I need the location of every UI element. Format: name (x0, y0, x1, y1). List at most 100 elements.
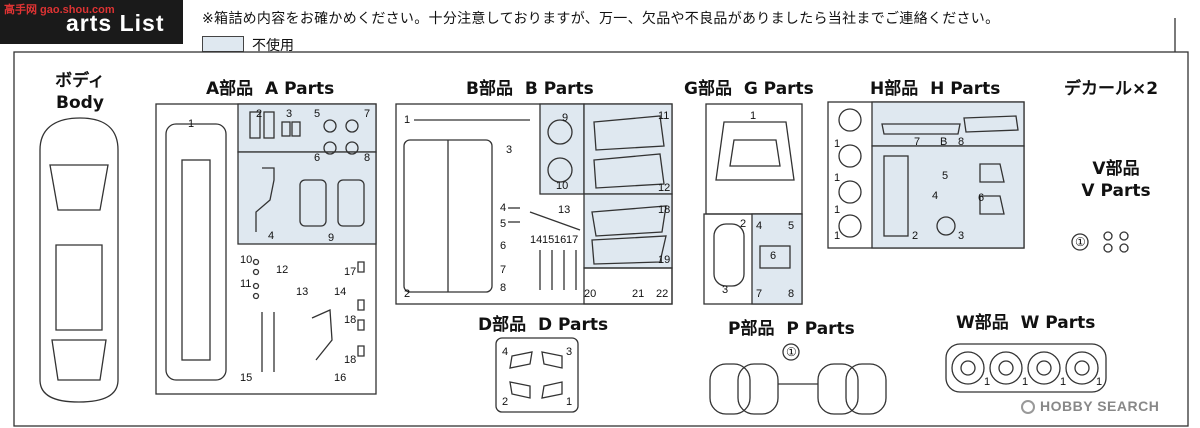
page-title: arts List (66, 10, 165, 36)
h-parts-sprue (827, 101, 1025, 249)
w-parts-label-jp: W部品 (956, 313, 1009, 333)
v-parts-label: V部品 V Parts (1076, 158, 1156, 202)
inventory-notice: ※箱詰め内容をお確かめください。十分注意しておりますが、万一、欠品や不良品があり… (202, 11, 1000, 27)
part-number: 10 (240, 254, 253, 266)
part-number: 10 (556, 180, 569, 192)
part-number: 1 (834, 172, 841, 184)
part-number: 16 (554, 234, 567, 246)
part-number: 1 (1096, 376, 1103, 388)
d-parts-label-en: D Parts (537, 315, 609, 335)
part-number: 4 (502, 346, 509, 358)
p-parts-label-en: P Parts (786, 319, 855, 339)
part-number: 4 (500, 202, 507, 214)
part-number: 2 (256, 108, 263, 120)
part-number: 8 (958, 136, 965, 148)
w-parts-label-en: W Parts (1020, 313, 1096, 333)
part-number: 12 (658, 182, 671, 194)
g-parts-label: G部品 G Parts (684, 78, 814, 100)
part-number: ① (786, 345, 797, 359)
part-number: 12 (276, 264, 289, 276)
part-number: 14 (334, 286, 347, 298)
body-label: ボディ Body (48, 70, 112, 114)
part-number: 5 (942, 170, 949, 182)
part-number: 8 (364, 152, 371, 164)
part-number: 3 (566, 346, 573, 358)
part-number: 4 (756, 220, 763, 232)
w-parts-label: W部品 W Parts (956, 312, 1095, 334)
a-parts-label: A部品 A Parts (206, 78, 334, 100)
g-parts-label-en: G Parts (743, 79, 814, 99)
decal-label: デカール×2 (1064, 79, 1159, 99)
h-parts-label-en: H Parts (930, 79, 1001, 99)
part-number: 7 (756, 288, 763, 300)
v-parts-sprue (1071, 231, 1129, 253)
part-number: 18 (344, 354, 357, 366)
part-number: 2 (912, 230, 919, 242)
part-number: B (940, 136, 948, 148)
d-parts-sprue (495, 337, 579, 413)
part-number: 22 (656, 288, 669, 300)
p-parts-sprue (709, 343, 887, 415)
h-parts-label-jp: H部品 (870, 79, 919, 99)
site-logo: 高手网 gao.shou.com (4, 4, 115, 16)
part-number: ① (1075, 235, 1086, 249)
part-number: 3 (958, 230, 965, 242)
part-number: 9 (562, 112, 569, 124)
part-number: 6 (500, 240, 507, 252)
part-number: 13 (558, 204, 571, 216)
unused-legend-label: 不使用 (252, 38, 294, 54)
v-parts-label-jp: V部品 (1092, 159, 1140, 179)
b-parts-label: B部品 B Parts (466, 78, 594, 100)
part-number: 18 (658, 204, 671, 216)
part-number: 1 (1060, 376, 1067, 388)
part-number: 5 (314, 108, 321, 120)
part-number: 1 (1022, 376, 1029, 388)
part-number: 17 (344, 266, 357, 278)
part-number: 8 (500, 282, 507, 294)
part-number: 3 (722, 284, 729, 296)
part-number: 1 (834, 138, 841, 150)
part-number: 7 (500, 264, 507, 276)
part-number: 6 (770, 250, 777, 262)
a-parts-sprue (155, 103, 377, 395)
part-number: 11 (240, 278, 252, 290)
part-number: 13 (296, 286, 309, 298)
part-number: 3 (506, 144, 513, 156)
g-parts-sprue (703, 103, 803, 305)
body-label-jp: ボディ (55, 71, 105, 91)
part-number: 2 (502, 396, 509, 408)
hobby-search-logo-icon (1021, 400, 1035, 414)
b-parts-label-jp: B部品 (466, 79, 513, 99)
part-number: 16 (334, 372, 347, 384)
v-parts-label-en: V Parts (1081, 181, 1151, 201)
p-parts-label-jp: P部品 (728, 319, 775, 339)
a-parts-label-en: A Parts (265, 79, 335, 99)
part-number: 1 (834, 230, 841, 242)
part-number: 11 (658, 110, 670, 122)
part-number: 18 (344, 314, 357, 326)
part-number: 8 (788, 288, 795, 300)
part-number: 2 (740, 218, 747, 230)
part-number: 2 (404, 288, 411, 300)
parts-frame (13, 51, 1189, 427)
p-parts-label: P部品 P Parts (728, 318, 855, 340)
part-number: 6 (978, 192, 985, 204)
part-number: 21 (632, 288, 645, 300)
part-number: 1 (188, 118, 195, 130)
part-number: 17 (566, 234, 579, 246)
part-number: 4 (932, 190, 939, 202)
b-parts-label-en: B Parts (524, 79, 594, 99)
b-parts-sprue (395, 103, 673, 305)
part-number: 19 (658, 254, 671, 266)
d-parts-label-jp: D部品 (478, 315, 527, 335)
part-number: 15 (542, 234, 555, 246)
h-parts-label: H部品 H Parts (870, 78, 1000, 100)
d-parts-label: D部品 D Parts (478, 314, 608, 336)
header-bar: 高手网 gao.shou.com arts List (0, 0, 183, 44)
a-parts-label-jp: A部品 (206, 79, 254, 99)
part-number: 7 (364, 108, 371, 120)
part-number: 6 (314, 152, 321, 164)
part-number: 9 (328, 232, 335, 244)
part-number: 1 (834, 204, 841, 216)
